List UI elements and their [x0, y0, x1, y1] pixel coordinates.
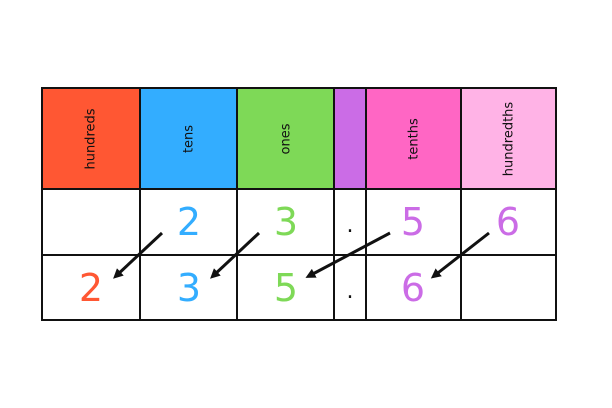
row2-decimal-point: . [346, 279, 354, 304]
shift-arrow-tens-to-hundreds [113, 231, 164, 279]
row2-ones-digit: 5 [273, 266, 299, 310]
header-label-tens: tens [181, 124, 196, 153]
header-ones: ones [237, 88, 334, 189]
row2-hundreds-digit: 2 [78, 266, 104, 310]
header-label-hundredths: hundredths [501, 101, 516, 176]
header-label-tenths: tenths [406, 117, 421, 160]
shift-arrow-ones-to-tens [210, 231, 261, 279]
header-hundredths: hundredths [461, 88, 556, 189]
header-label-hundreds: hundreds [83, 107, 99, 170]
row1-tens-digit: 2 [176, 200, 202, 244]
shift-arrow-tenths-to-ones [305, 231, 391, 278]
row1-hundredths-digit: 6 [495, 200, 521, 244]
row2-tens-digit: 3 [176, 266, 202, 310]
header-tens: tens [140, 88, 237, 189]
shift-arrow-hundredths-to-tenths [430, 231, 490, 279]
header-tenths: tenths [366, 88, 461, 189]
header-hundreds: hundreds [42, 88, 140, 189]
row2-tenths-digit: 6 [400, 266, 426, 310]
row1-decimal-point: . [346, 213, 354, 238]
row1-ones-digit: 3 [273, 200, 299, 244]
header-decimal-point [334, 88, 366, 189]
header-label-ones: ones [278, 123, 293, 154]
row1-tenths-digit: 5 [400, 200, 426, 244]
